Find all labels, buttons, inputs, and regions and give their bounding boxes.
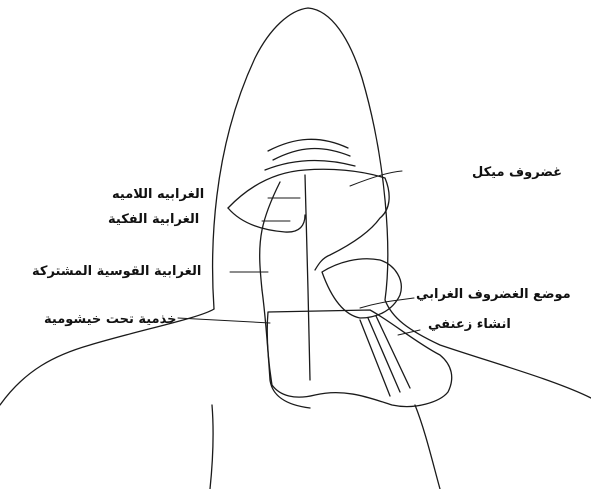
label-subbranchial-cartilage: خذمية تحت خيشومية (44, 313, 176, 326)
label-hyoid-arch: الغرابيه اللاميه (112, 188, 204, 201)
label-meckels-cartilage: غضروف ميكل (472, 166, 562, 179)
mandibular-outline (228, 169, 389, 270)
leader-meckels (350, 171, 402, 186)
label-common-arch: الغرابية القوسية المشتركة (32, 265, 201, 278)
leader-subbranchial (178, 318, 270, 323)
head-arc-2 (273, 149, 350, 160)
fin-ray-lines (360, 316, 410, 396)
lower-block (267, 310, 452, 407)
label-mandibular-arch: الغرابية الفكية (108, 213, 199, 226)
gill-cartilage (322, 259, 401, 318)
common-arch (262, 290, 310, 408)
body-outline (213, 8, 591, 398)
left-fin-ray (210, 405, 213, 489)
head-arc-3 (265, 160, 355, 170)
right-fin-ray (415, 405, 440, 489)
midline (305, 175, 310, 380)
label-gill-cartilage-site: موضع الغضروف الغرابي (416, 288, 571, 301)
label-fin-ray: انشاء زعنفي (428, 318, 511, 331)
